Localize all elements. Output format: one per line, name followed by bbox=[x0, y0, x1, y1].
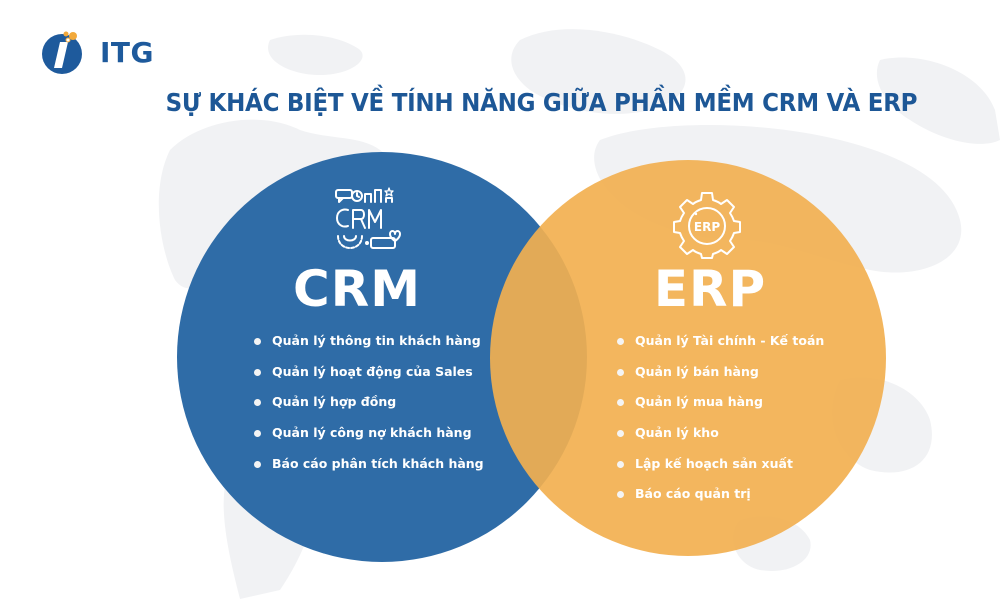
crm-heading: CRM bbox=[293, 260, 421, 318]
page-title: SỰ KHÁC BIỆT VỀ TÍNH NĂNG GIỮA PHẦN MỀM … bbox=[165, 88, 918, 117]
logo-text: ITG bbox=[100, 35, 154, 69]
bullet-icon bbox=[617, 368, 624, 376]
bullet-icon bbox=[617, 338, 624, 345]
bullet-icon bbox=[617, 430, 624, 438]
bullet-icon bbox=[254, 460, 261, 468]
itg-logo-mark-icon bbox=[40, 26, 92, 78]
svg-text:ERP: ERP bbox=[694, 220, 720, 234]
bullet-icon bbox=[254, 338, 261, 345]
bullet-icon bbox=[254, 399, 261, 407]
bullet-icon bbox=[254, 430, 261, 438]
bullet-icon bbox=[617, 460, 624, 468]
crm-icon bbox=[334, 186, 406, 257]
bullet-icon bbox=[617, 399, 624, 407]
erp-gear-icon: ERP bbox=[672, 190, 742, 265]
bullet-icon bbox=[254, 368, 261, 376]
erp-heading: ERP bbox=[653, 260, 767, 318]
itg-logo[interactable]: ITG bbox=[40, 26, 154, 78]
bullet-icon bbox=[617, 491, 624, 499]
